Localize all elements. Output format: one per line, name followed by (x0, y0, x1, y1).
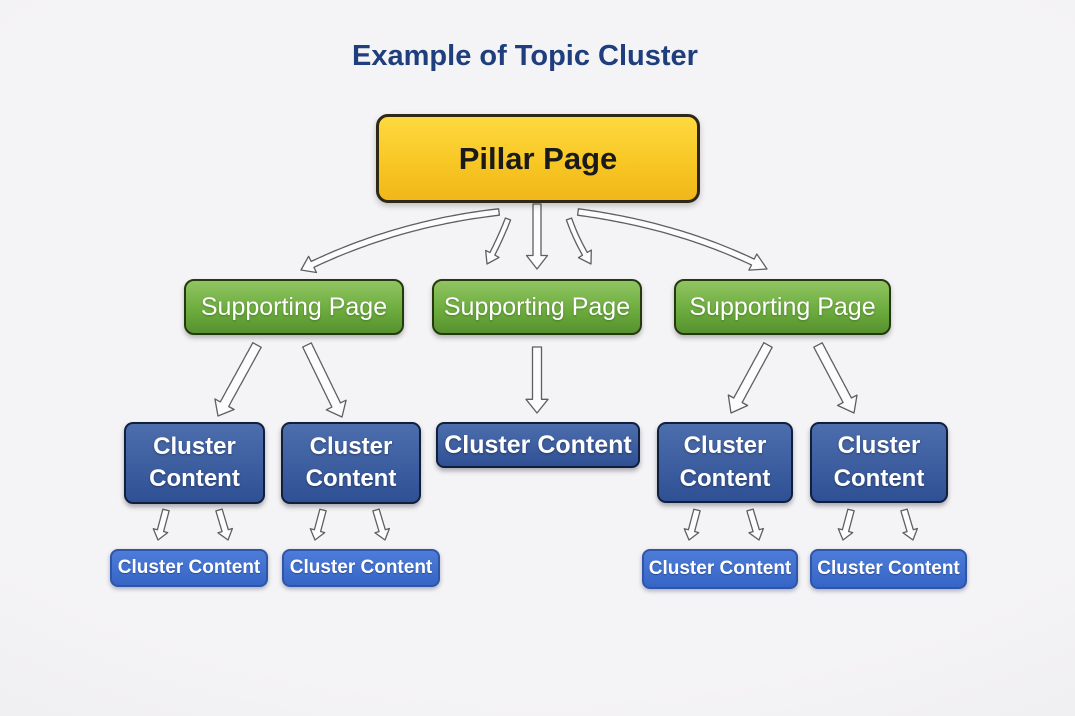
node-label: Supporting Page (200, 292, 388, 321)
arrow-pillar-to-supporting-2 (525, 203, 549, 270)
arrow-cluster1-to-small-left (152, 508, 170, 541)
arrow-cluster2-to-small-left (309, 508, 327, 541)
node-label: Cluster Content (833, 432, 925, 492)
node-supporting-page-1: Supporting Page (184, 279, 404, 335)
node-label: Cluster Content (444, 430, 632, 459)
node-cluster-content-5: Cluster Content (810, 422, 948, 503)
arrow-pillar-fan-left (485, 217, 512, 265)
arrow-supporting1-to-cluster1 (214, 342, 262, 417)
node-label: Cluster Content (149, 432, 240, 492)
node-label: Supporting Page (443, 292, 631, 321)
node-label: Cluster Content (679, 432, 771, 492)
node-cluster-content-3: Cluster Content (436, 422, 640, 468)
arrow-cluster4-to-small-right (746, 508, 765, 541)
node-cluster-content-1: Cluster Content (124, 422, 265, 504)
arrow-pillar-fan-right (565, 217, 592, 265)
arrow-pillar-to-supporting-3 (576, 208, 768, 271)
node-cluster-content-4: Cluster Content (657, 422, 793, 503)
arrow-supporting1-to-cluster2 (302, 342, 347, 418)
node-cluster-content-6: Cluster Content (110, 549, 268, 587)
arrow-pillar-to-supporting-1 (300, 208, 501, 274)
arrow-cluster5-to-small-left (837, 508, 855, 541)
arrow-supporting3-to-cluster4 (727, 342, 773, 414)
node-pillar-page: Pillar Page (376, 114, 700, 203)
node-cluster-content-9: Cluster Content (810, 549, 967, 589)
node-label: Cluster Content (648, 558, 792, 579)
node-cluster-content-8: Cluster Content (642, 549, 798, 589)
diagram-title: Example of Topic Cluster (352, 40, 698, 72)
arrow-supporting3-to-cluster5 (813, 342, 858, 414)
arrow-supporting2-to-cluster3 (525, 346, 549, 414)
node-label: Cluster Content (305, 432, 397, 492)
node-cluster-content-2: Cluster Content (281, 422, 421, 504)
node-cluster-content-7: Cluster Content (282, 549, 440, 587)
node-label: Pillar Page (458, 140, 618, 176)
node-label: Supporting Page (689, 292, 876, 321)
node-supporting-page-2: Supporting Page (432, 279, 642, 335)
node-label: Cluster Content (817, 558, 960, 579)
node-supporting-page-3: Supporting Page (674, 279, 891, 335)
arrow-cluster1-to-small-right (215, 508, 234, 541)
arrow-cluster4-to-small-left (683, 508, 701, 541)
arrow-cluster5-to-small-right (900, 508, 919, 541)
node-label: Cluster Content (289, 557, 433, 578)
arrow-cluster2-to-small-right (372, 508, 391, 541)
node-label: Cluster Content (117, 557, 261, 578)
